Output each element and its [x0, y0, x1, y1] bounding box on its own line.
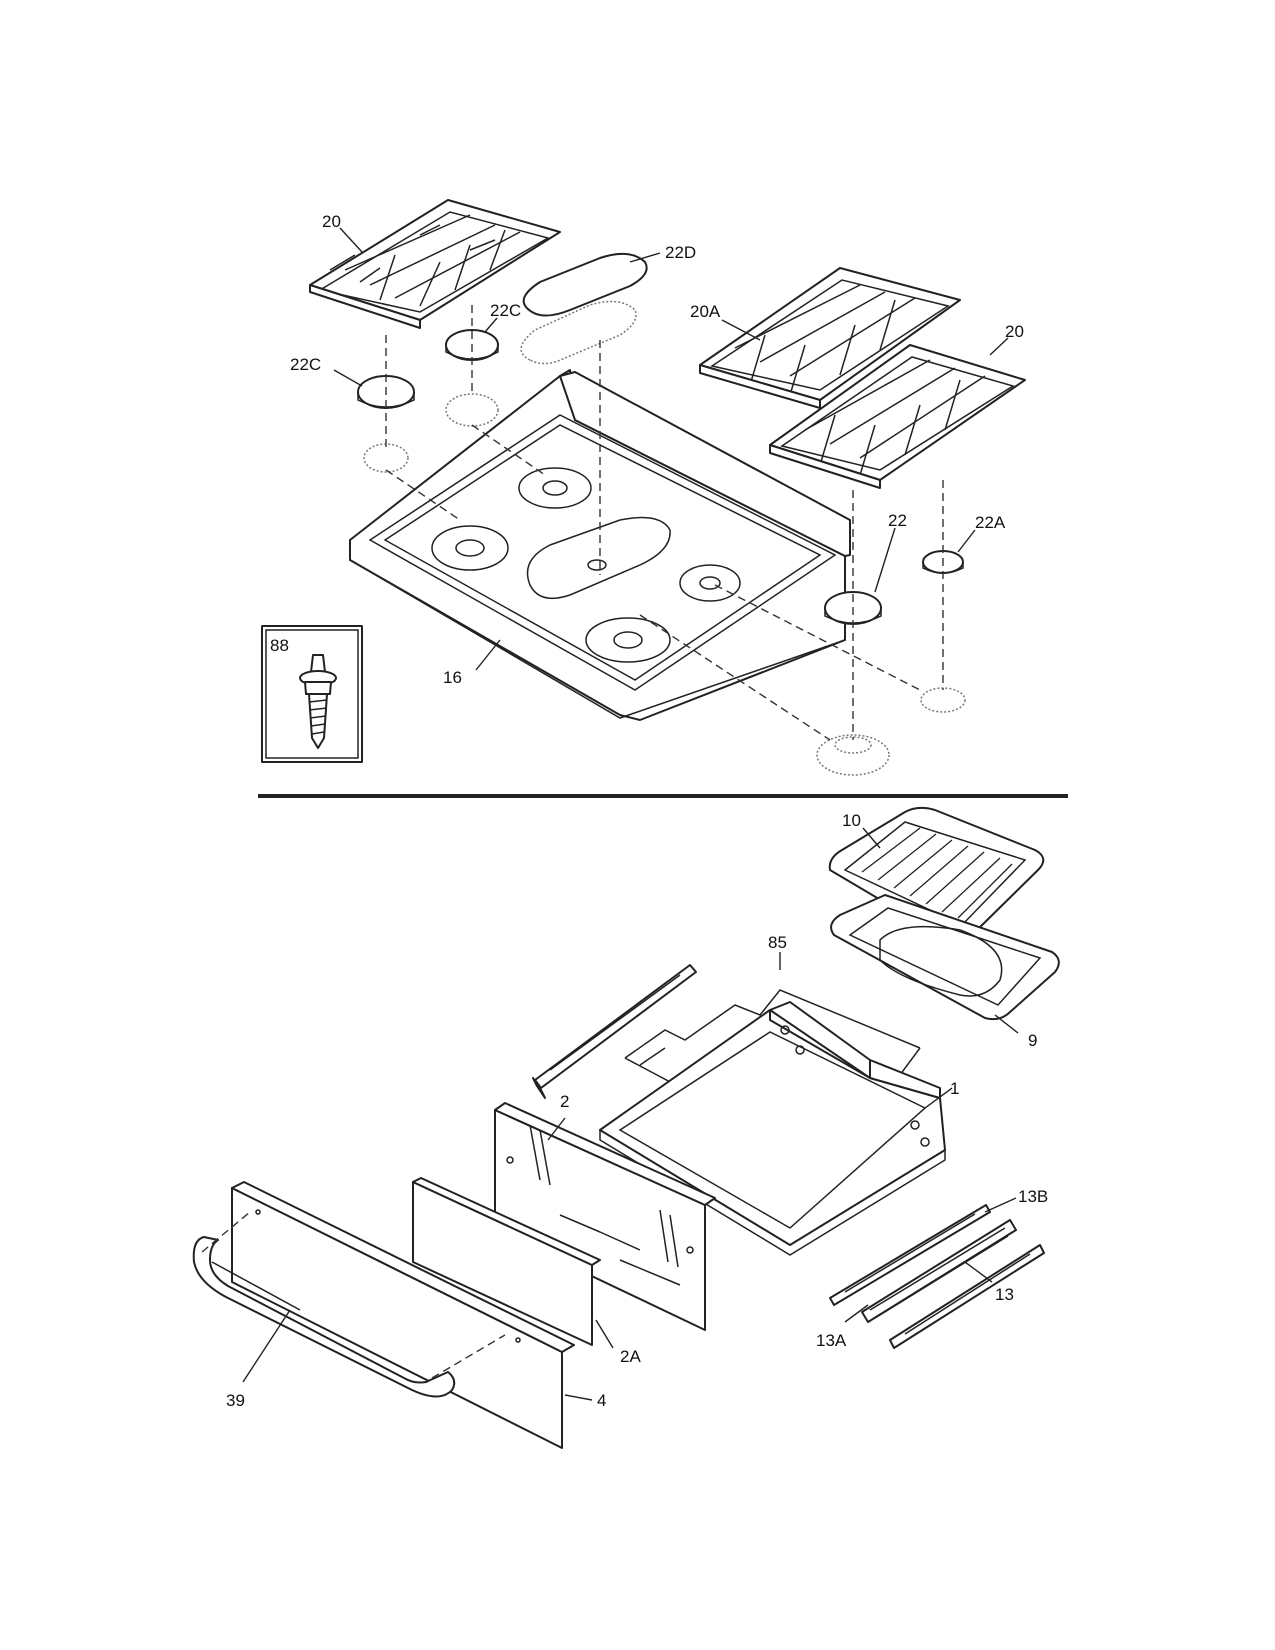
cooktop-16[interactable] — [349, 369, 851, 721]
burner-head-small-right — [920, 687, 966, 713]
burner-head-oval-center — [520, 300, 637, 365]
callout-13b: 13B — [1018, 1187, 1048, 1206]
callout-22d: 22D — [665, 243, 696, 262]
broiler-insert-10[interactable] — [828, 806, 1045, 941]
grate-20a[interactable] — [699, 267, 961, 409]
burner-head-lower-left — [363, 443, 409, 473]
callout-22c-upper: 22C — [490, 301, 521, 320]
callout-2a: 2A — [620, 1347, 641, 1366]
broiler-drawer-1[interactable] — [599, 1001, 946, 1256]
callout-20-right: 20 — [1005, 322, 1024, 341]
burner-head-upper-left — [445, 393, 499, 427]
callout-85: 85 — [768, 933, 787, 952]
callout-9: 9 — [1028, 1031, 1037, 1050]
callout-20a: 20A — [690, 302, 721, 321]
alignment-lines-upper — [385, 305, 944, 741]
callout-39: 39 — [226, 1391, 245, 1410]
callout-4: 4 — [597, 1391, 606, 1410]
callout-13: 13 — [995, 1285, 1014, 1304]
callout-1: 1 — [950, 1079, 959, 1098]
callout-22: 22 — [888, 511, 907, 530]
callout-22c-left: 22C — [290, 355, 321, 374]
screw-88[interactable] — [299, 654, 337, 749]
grate-20-right[interactable] — [769, 344, 1026, 489]
slide-rail-13a[interactable] — [861, 1219, 1017, 1323]
leader-lines-lower — [242, 827, 1019, 1401]
drawer-front-4[interactable] — [231, 1181, 575, 1449]
drawer-back-panel-2[interactable] — [494, 1102, 716, 1331]
callout-2: 2 — [560, 1092, 569, 1111]
broiler-pan-9[interactable] — [830, 894, 1060, 1021]
slide-rail-13b[interactable] — [829, 1204, 991, 1306]
section-divider — [258, 794, 1068, 798]
callout-10: 10 — [842, 811, 861, 830]
burner-cap-22d[interactable] — [522, 252, 648, 317]
callout-88: 88 — [270, 636, 289, 655]
leader-lines-upper — [333, 227, 1009, 671]
side-rail-left-upper[interactable] — [532, 964, 697, 1099]
callout-16: 16 — [443, 668, 462, 687]
slide-rail-13[interactable] — [889, 1244, 1045, 1349]
callout-13a: 13A — [816, 1331, 847, 1350]
callout-20-left: 20 — [322, 212, 341, 231]
drawer-handle-39[interactable] — [192, 1236, 456, 1398]
alignment-lines-lower — [201, 1211, 506, 1379]
grate-20-left[interactable] — [309, 199, 561, 329]
callout-22a: 22A — [975, 513, 1006, 532]
burner-head-large-right — [816, 734, 890, 776]
drawer-panel-2a[interactable] — [412, 1177, 601, 1346]
